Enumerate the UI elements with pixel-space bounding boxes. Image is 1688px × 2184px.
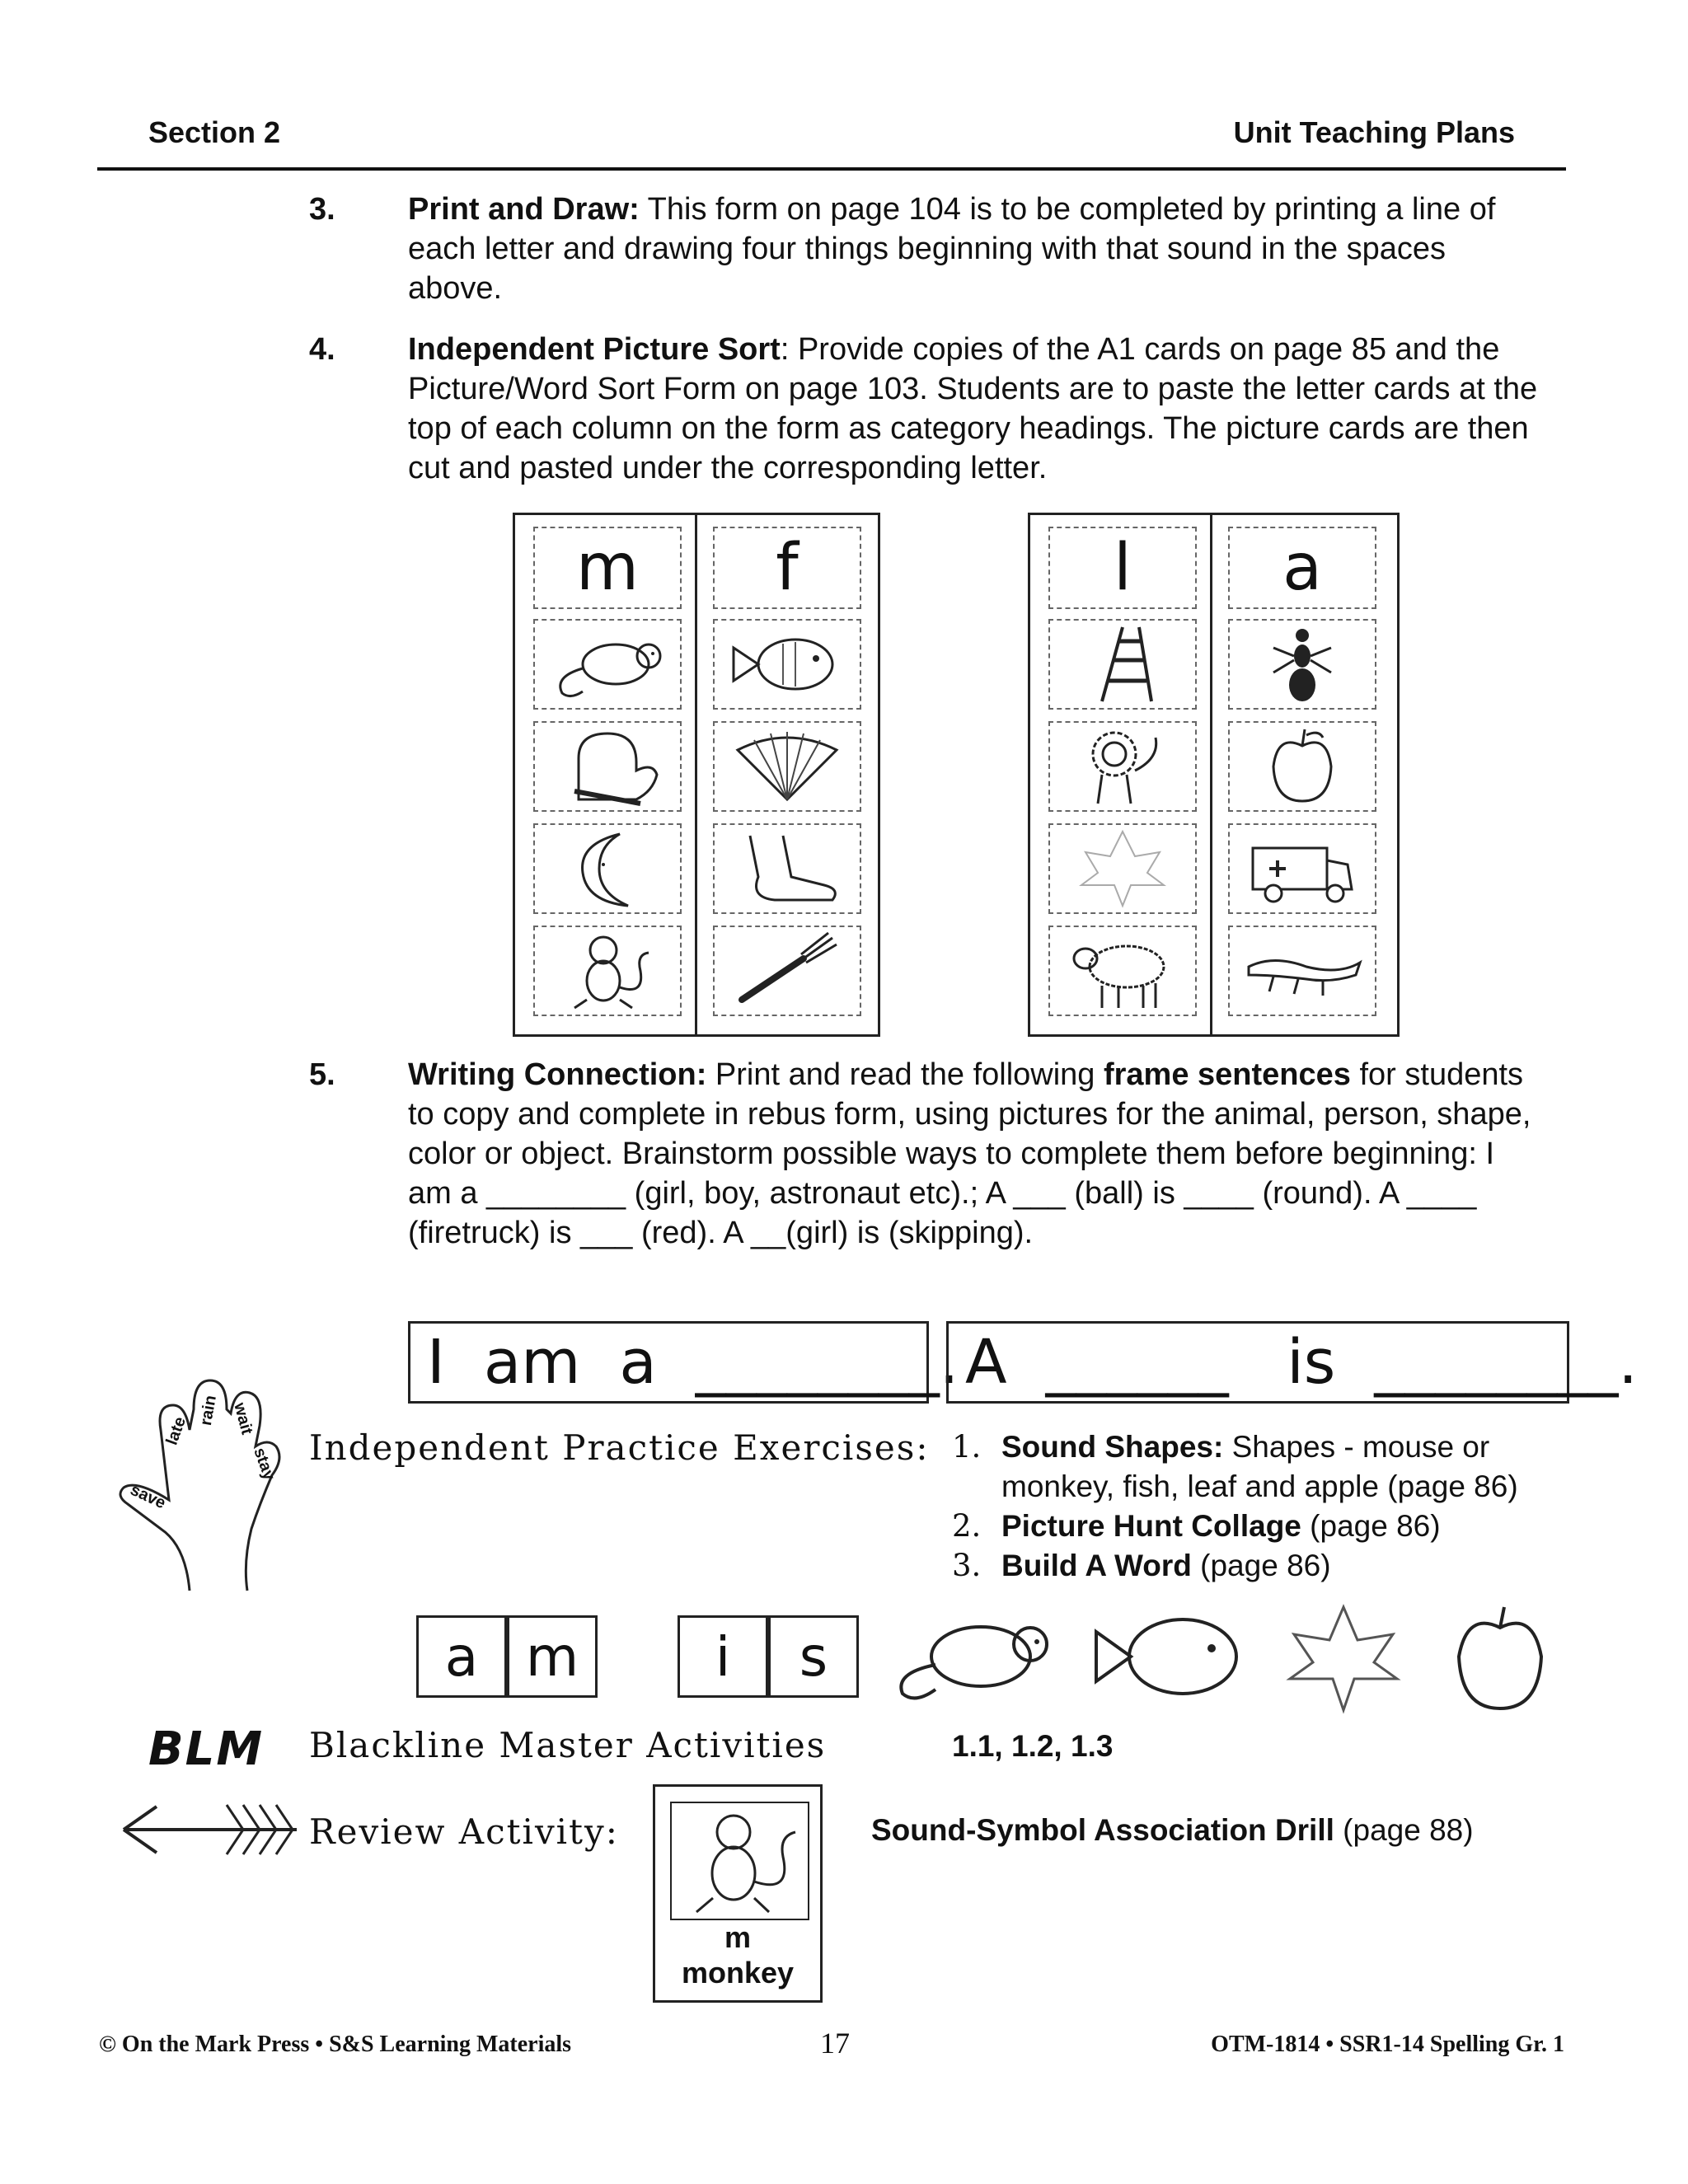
moon-icon bbox=[533, 823, 682, 914]
review-card-word: monkey bbox=[681, 1956, 795, 1990]
tile-a: a bbox=[416, 1615, 507, 1698]
item-4-title: Independent Picture Sort bbox=[408, 332, 781, 367]
fish-icon bbox=[713, 619, 861, 710]
item-5-title: Writing Connection: bbox=[408, 1057, 707, 1092]
mouse-icon bbox=[533, 619, 682, 710]
frame-sentence-1: I am a ________. bbox=[408, 1321, 959, 1404]
sound-shape-mouse-icon bbox=[886, 1607, 1059, 1710]
review-activity: Sound-Symbol Association Drill (page 88) bbox=[871, 1813, 1474, 1847]
review-heading: Review Activity: bbox=[309, 1811, 619, 1852]
tile-i: i bbox=[678, 1615, 768, 1698]
picture-sort-left: m f bbox=[513, 513, 880, 1037]
sound-shape-fish-icon bbox=[1088, 1603, 1253, 1714]
independent-practice-list: 1.Sound Shapes: Shapes - mouse or monkey… bbox=[952, 1427, 1578, 1586]
independent-practice-heading: Independent Practice Exercises: bbox=[309, 1427, 930, 1468]
sound-shape-apple-icon bbox=[1447, 1603, 1554, 1718]
item-5-bold-phrase: frame sentences bbox=[1103, 1057, 1351, 1092]
tile-s: s bbox=[768, 1615, 859, 1698]
letter-card-l: l bbox=[1048, 527, 1197, 609]
foot-icon bbox=[713, 823, 861, 914]
blm-activities: 1.1, 1.2, 1.3 bbox=[952, 1729, 1114, 1763]
sound-shape-leaf-icon bbox=[1282, 1603, 1405, 1718]
section-label: Section 2 bbox=[148, 115, 281, 149]
exercise-1: 1.Sound Shapes: Shapes - mouse or monkey… bbox=[952, 1429, 1518, 1503]
fork-icon bbox=[713, 926, 861, 1016]
monkey-icon bbox=[533, 926, 682, 1016]
lamb-icon bbox=[1048, 926, 1197, 1016]
lion-icon bbox=[1048, 721, 1197, 812]
item-4-text: Independent Picture Sort: Provide copies… bbox=[408, 330, 1545, 488]
item-5-text: Writing Connection: Print and read the f… bbox=[408, 1057, 1531, 1250]
exercise-3: 3.Build A Word (page 86) bbox=[952, 1548, 1331, 1583]
review-activity-title: Sound-Symbol Association Drill bbox=[871, 1813, 1334, 1847]
item-5-number: 5. bbox=[309, 1057, 335, 1092]
review-monkey-icon bbox=[670, 1802, 809, 1920]
exercise-2: 2.Picture Hunt Collage (page 86) bbox=[952, 1508, 1441, 1544]
fan-icon bbox=[713, 721, 861, 812]
item-3-text: Print and Draw: This form on page 104 is… bbox=[408, 190, 1545, 308]
alligator-icon bbox=[1228, 926, 1376, 1016]
ladder-icon bbox=[1048, 619, 1197, 710]
item-4-number: 4. bbox=[309, 332, 335, 367]
leaf-icon bbox=[1048, 823, 1197, 914]
letter-card-a: a bbox=[1228, 527, 1376, 609]
letter-card-f: f bbox=[713, 527, 861, 609]
letter-card-m: m bbox=[533, 527, 682, 609]
frame-sentence-2: A ______ is ________. bbox=[946, 1321, 1638, 1404]
footer-copyright: © On the Mark Press • S&S Learning Mater… bbox=[99, 2032, 572, 2057]
item-3-body: This form on page 104 is to be completed… bbox=[408, 192, 1496, 306]
footer-catalog: OTM-1814 • SSR1-14 Spelling Gr. 1 bbox=[1211, 2032, 1564, 2057]
ant-icon bbox=[1228, 619, 1376, 710]
picture-sort-right: l a bbox=[1028, 513, 1400, 1037]
item-4-body: : Provide copies of the A1 cards on page… bbox=[408, 332, 1538, 485]
hand-icon: late rain wait stay save bbox=[111, 1364, 301, 1595]
blm-logo: BLM bbox=[148, 1722, 265, 1776]
review-card: m monkey bbox=[653, 1784, 823, 2003]
tile-m: m bbox=[507, 1615, 598, 1698]
ambulance-icon bbox=[1228, 823, 1376, 914]
review-card-letter: m bbox=[724, 1920, 751, 1954]
mitten-icon bbox=[533, 721, 682, 812]
unit-title: Unit Teaching Plans bbox=[1233, 115, 1515, 149]
blm-heading: Blackline Master Activities bbox=[309, 1725, 827, 1765]
item-3-number: 3. bbox=[309, 192, 335, 227]
page-number: 17 bbox=[820, 2027, 850, 2060]
header-rule bbox=[97, 167, 1566, 171]
arrow-icon bbox=[120, 1797, 301, 1867]
item-3-title: Print and Draw: bbox=[408, 192, 640, 227]
apple-icon bbox=[1228, 721, 1376, 812]
